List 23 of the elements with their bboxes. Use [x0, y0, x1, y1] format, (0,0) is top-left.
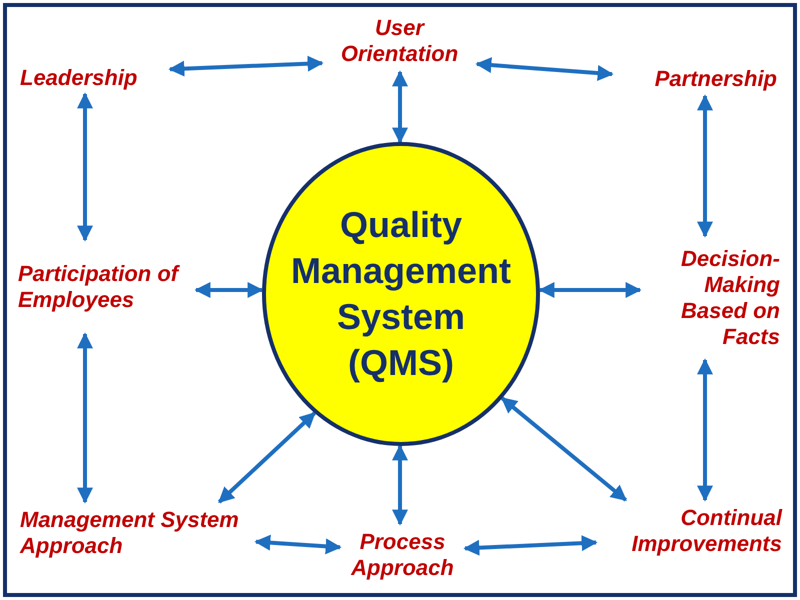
- center-title: Quality Management System (QMS): [290, 203, 512, 385]
- principle-label: Management System Approach: [20, 507, 240, 559]
- principle-label: Participation of Employees: [18, 261, 181, 313]
- double-arrow: [168, 56, 324, 77]
- principle-label: Continual Improvements: [630, 505, 782, 557]
- principle-label: Process Approach: [350, 529, 455, 581]
- double-arrow: [392, 70, 408, 144]
- double-arrow: [538, 282, 642, 298]
- double-arrow: [463, 535, 598, 556]
- principle-label: Partnership: [654, 66, 777, 92]
- double-arrow: [254, 534, 342, 554]
- principle-label: User Orientation: [340, 15, 460, 67]
- double-arrow: [392, 444, 408, 526]
- double-arrow: [77, 332, 93, 504]
- double-arrow: [500, 396, 627, 502]
- double-arrow: [77, 92, 93, 242]
- double-arrow: [697, 94, 713, 238]
- double-arrow: [697, 358, 713, 502]
- principle-label: Leadership: [20, 65, 138, 91]
- double-arrow: [218, 412, 316, 504]
- double-arrow: [475, 57, 614, 81]
- double-arrow: [194, 282, 264, 298]
- principle-label: Decision-Making Based on Facts: [680, 246, 780, 350]
